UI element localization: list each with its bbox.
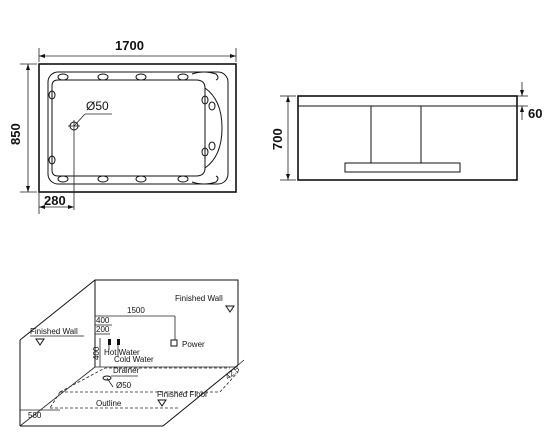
depth-label: 850	[8, 123, 23, 145]
drain-offset-label: 280	[44, 193, 66, 208]
floor-marker	[157, 399, 167, 407]
dim-580: 580	[28, 411, 42, 420]
dim-400-top: 400	[96, 316, 110, 325]
tub-basin-outer	[47, 71, 229, 185]
finished-wall-left-label: Finished Wall	[30, 327, 78, 336]
hot-water-tap-icon	[108, 339, 111, 345]
drainer-icon	[102, 375, 112, 381]
side-view: 700 60	[270, 82, 542, 181]
rim-label: 60	[528, 106, 542, 121]
drain-diameter-label-3d: Ø50	[116, 381, 132, 390]
apron-panel	[370, 105, 422, 164]
base-plinth	[344, 162, 461, 173]
top-view: Ø50 1700 850 280	[8, 38, 237, 214]
install-view: Finished Wall Finished Wall 400 200 1500…	[19, 279, 245, 427]
cold-water-label: Cold Water	[114, 355, 154, 364]
side-outline	[297, 95, 518, 181]
power-label: Power	[182, 340, 205, 349]
wall-marker-right	[225, 305, 235, 313]
dim-200: 200	[96, 325, 110, 334]
outline-label: Outline	[96, 399, 122, 408]
jet-left-2	[48, 155, 56, 165]
headrest-curve	[204, 87, 223, 169]
finished-floor-label: Finished Floor	[157, 390, 208, 399]
tub-outline-dashed	[60, 371, 239, 393]
drain-diameter-label: Ø50	[86, 99, 109, 113]
width-label: 1700	[115, 38, 144, 53]
tub-basin-inner	[51, 79, 206, 177]
dim-1500: 1500	[127, 306, 145, 315]
height-label: 700	[270, 128, 285, 150]
power-outlet-icon	[170, 339, 178, 347]
head-jets	[201, 95, 216, 157]
tub-outline	[38, 63, 237, 193]
hot-water-label: Hot Water	[104, 348, 140, 357]
dim-400-side: 400	[92, 346, 101, 360]
finished-wall-right-label: Finished Wall	[175, 294, 223, 303]
jets-bottom	[57, 175, 219, 185]
drainer-label: Drainer	[113, 366, 140, 375]
jet-left-1	[48, 90, 56, 100]
room-back-top	[19, 279, 239, 365]
cold-water-tap-icon	[117, 339, 120, 345]
wall-marker-left	[35, 338, 45, 346]
jets-top	[57, 71, 219, 81]
